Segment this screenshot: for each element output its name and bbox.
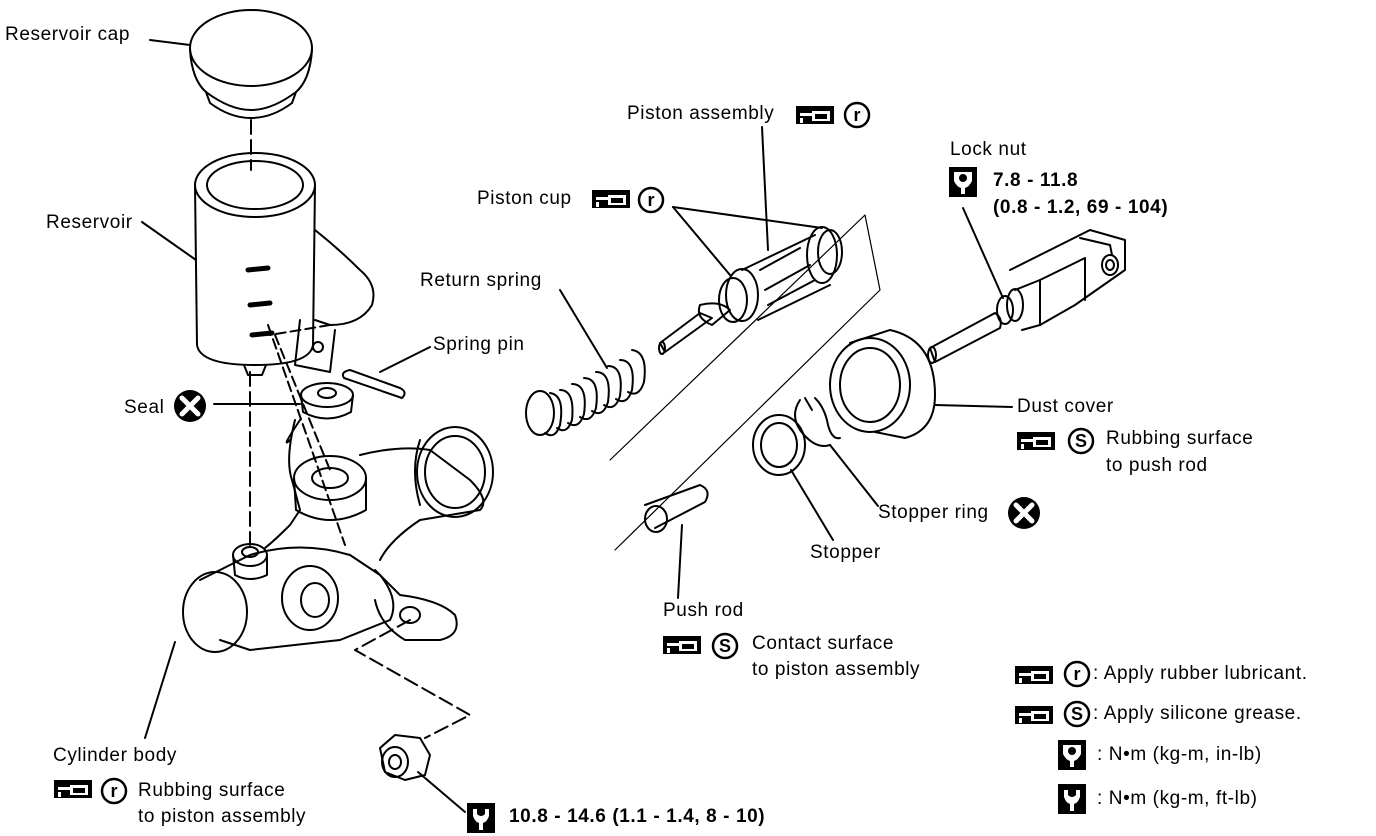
cylinder-body-part xyxy=(182,419,494,653)
seal-part xyxy=(300,382,354,420)
mount-nut-torque: 10.8 - 14.6 (1.1 - 1.4, 8 - 10) xyxy=(509,806,766,827)
stopper-part xyxy=(752,414,806,476)
replace-x-icon xyxy=(173,389,207,423)
spring-pin-part xyxy=(341,369,406,399)
silicone-grease-s-icon: S xyxy=(1067,427,1095,455)
replace-x-icon xyxy=(1007,496,1041,530)
grease-gun-icon xyxy=(663,636,701,654)
s-letter-2: S xyxy=(1075,431,1087,451)
dust-cover-note-line1: Rubbing surface xyxy=(1106,428,1254,449)
push-rod-part xyxy=(644,484,709,533)
silicone-grease-s-icon: S xyxy=(1063,700,1091,728)
rubber-lubricant-r-icon: r xyxy=(843,101,871,129)
piston-assembly-label: Piston assembly xyxy=(627,103,775,124)
lock-nut-torque-secondary: (0.8 - 1.2, 69 - 104) xyxy=(993,197,1169,218)
r-letter-4: r xyxy=(1073,664,1080,684)
torque-wrench-ft-lb-icon xyxy=(467,803,495,833)
return-spring-label: Return spring xyxy=(420,270,542,291)
return-spring-part xyxy=(525,349,646,437)
r-letter-3: r xyxy=(853,105,860,125)
mounting-nut-part xyxy=(379,734,431,781)
dust-cover-note-line2: to push rod xyxy=(1106,455,1208,476)
lock-nut-label: Lock nut xyxy=(950,139,1027,160)
grease-gun-icon xyxy=(1015,706,1053,724)
r-letter-2: r xyxy=(647,190,654,210)
spring-pin-label: Spring pin xyxy=(433,334,525,355)
grease-gun-icon xyxy=(1015,666,1053,684)
dust-cover-label: Dust cover xyxy=(1017,396,1114,417)
cylinder-body-note-line1: Rubbing surface xyxy=(138,780,286,801)
grease-gun-icon xyxy=(592,190,630,208)
piston-assembly-part xyxy=(658,226,843,355)
dust-cover-part xyxy=(829,329,936,439)
cylinder-body-note-line2: to piston assembly xyxy=(138,806,307,827)
s-letter-1: S xyxy=(719,636,731,656)
r-letter-1: r xyxy=(110,781,117,801)
stopper-label: Stopper xyxy=(810,542,881,563)
torque-wrench-in-lb-icon xyxy=(1058,740,1086,770)
piston-cup-label: Piston cup xyxy=(477,188,572,209)
legend-silicone-grease: : Apply silicone grease. xyxy=(1093,703,1302,724)
push-rod-label: Push rod xyxy=(663,600,744,621)
stopper-ring-label: Stopper ring xyxy=(878,502,989,523)
legend-rubber-lubricant: : Apply rubber lubricant. xyxy=(1093,663,1308,684)
legend-nm-in-lb: : N•m (kg-m, in-lb) xyxy=(1097,744,1262,765)
silicone-grease-s-icon: S xyxy=(711,632,739,660)
grease-gun-icon xyxy=(54,780,92,798)
reservoir-label: Reservoir xyxy=(46,212,133,233)
cylinder-body-label: Cylinder body xyxy=(53,745,177,766)
rubber-lubricant-r-icon: r xyxy=(637,186,665,214)
reservoir-cap-part xyxy=(189,9,313,119)
torque-wrench-ft-lb-icon xyxy=(1058,784,1086,814)
legend-nm-ft-lb: : N•m (kg-m, ft-lb) xyxy=(1097,788,1258,809)
push-rod-note-line1: Contact surface xyxy=(752,633,895,654)
grease-gun-icon xyxy=(1017,432,1055,450)
torque-wrench-in-lb-icon xyxy=(949,167,977,197)
rubber-lubricant-r-icon: r xyxy=(1063,660,1091,688)
clevis-rod-part xyxy=(927,229,1126,364)
seal-label: Seal xyxy=(124,397,165,418)
lock-nut-torque-primary: 7.8 - 11.8 xyxy=(993,170,1079,191)
reservoir-part xyxy=(194,152,375,376)
grease-gun-icon xyxy=(796,106,834,124)
reservoir-cap-label: Reservoir cap xyxy=(5,24,131,45)
s-letter-3: S xyxy=(1071,704,1083,724)
rubber-lubricant-r-icon: r xyxy=(100,777,128,805)
push-rod-note-line2: to piston assembly xyxy=(752,659,921,680)
stopper-ring-part xyxy=(794,397,841,447)
